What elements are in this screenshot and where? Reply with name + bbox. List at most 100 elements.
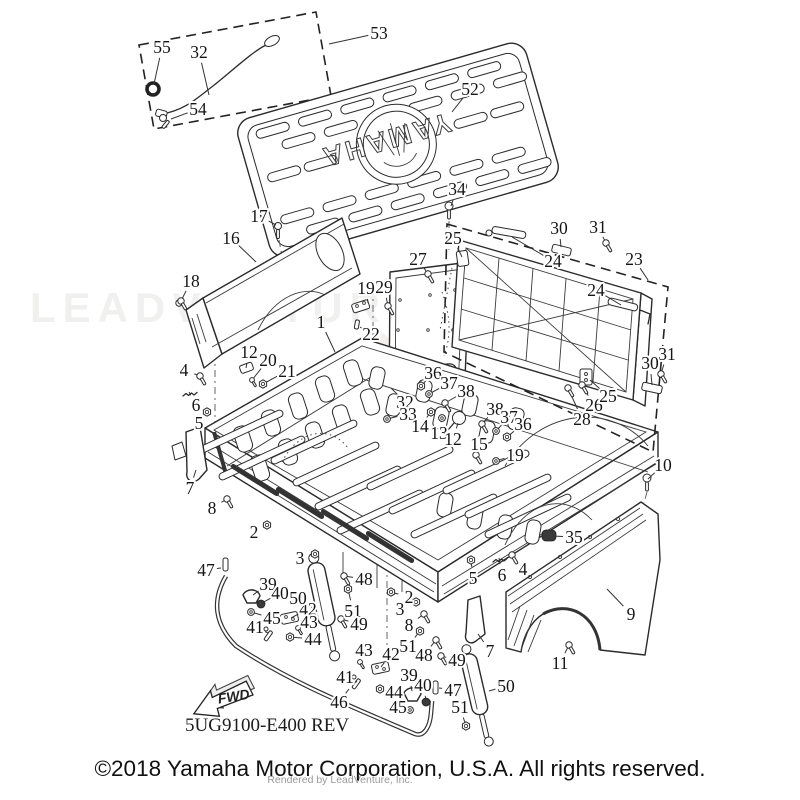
leader-line-53 [328, 34, 369, 45]
bed-mat-52: YAMAHA [237, 42, 559, 258]
leader-line-42 [290, 613, 299, 619]
pin-41-right [351, 678, 361, 690]
part-label-12: 12 [240, 342, 258, 362]
mat-slot [390, 193, 425, 211]
part-label-2: 2 [250, 522, 259, 542]
part-label-2: 2 [405, 587, 414, 607]
screw-17-shaft [276, 229, 280, 239]
bolt-icon [578, 381, 589, 395]
bolt-icon [657, 370, 668, 384]
nut-icon [375, 684, 385, 694]
leader-line-22 [359, 326, 362, 329]
part-label-37: 37 [500, 407, 518, 427]
part-label-48: 48 [415, 645, 433, 665]
part-label-32: 32 [396, 392, 414, 412]
part-label-7: 7 [186, 478, 195, 498]
part-label-50: 50 [497, 676, 515, 696]
part-label-22: 22 [362, 324, 380, 344]
side-panel-16 [175, 217, 361, 369]
mat-slot [364, 183, 399, 201]
part-label-44: 44 [385, 682, 403, 702]
mat-slot [491, 146, 526, 164]
floor-slot [270, 419, 358, 465]
render-credit-watermark: Rendered by LeadVenture, Inc. [267, 774, 412, 786]
wall-hole [385, 393, 403, 417]
leader-line-52 [451, 97, 464, 113]
rivet-dot [398, 298, 402, 302]
screw-17 [274, 222, 282, 230]
nut-icon [258, 379, 268, 389]
bolt-icon [340, 572, 351, 586]
skirt-bar [365, 530, 415, 564]
wall-hole [359, 388, 381, 416]
part-label-41: 41 [246, 617, 264, 637]
part-label-51: 51 [451, 697, 469, 717]
spring-icon [182, 391, 198, 397]
part-label-50: 50 [289, 588, 307, 608]
hinge-hardware [242, 589, 431, 707]
rail-hole [615, 516, 621, 522]
part-label-42: 42 [382, 644, 400, 664]
nut-icon [466, 555, 476, 565]
part-label-47: 47 [444, 680, 462, 700]
part-label-23: 23 [625, 249, 643, 269]
skirt-bar [275, 486, 325, 520]
nut-icon [416, 381, 426, 391]
part-label-28: 28 [573, 409, 591, 429]
part-label-33: 33 [399, 404, 417, 424]
mat-slot [297, 109, 333, 127]
floor-slot [484, 493, 572, 539]
part-label-51: 51 [399, 636, 417, 656]
part-label-31: 31 [658, 344, 676, 364]
nut-icon [461, 721, 471, 731]
part-label-35: 35 [565, 527, 583, 547]
wall-hole [314, 375, 336, 403]
bolt-icon [602, 239, 613, 253]
hardware-glyphs [177, 239, 668, 731]
bushing-40-left [256, 599, 266, 609]
part-label-39: 39 [259, 574, 277, 594]
clamp-39-right [403, 687, 422, 702]
floor-slot [442, 449, 530, 495]
mat-slot [407, 170, 442, 188]
hook-12-right [452, 411, 466, 425]
wall-hole [368, 366, 386, 390]
fwd-arrow: FWD [192, 674, 256, 718]
cable-53 [161, 44, 267, 115]
part-label-52: 52 [461, 79, 479, 99]
wall-hole [342, 359, 364, 387]
leader-line-35 [551, 535, 564, 537]
washer-icon [406, 706, 414, 714]
part-label-4: 4 [519, 559, 528, 579]
part-label-7: 7 [486, 641, 495, 661]
yamaha-emblem-icon [355, 103, 437, 185]
washer-icon [492, 427, 500, 435]
panel-oval-hole [315, 232, 345, 272]
rivet-dot [396, 328, 400, 332]
nut-icon [202, 407, 212, 417]
fender-rail-holes [527, 516, 621, 580]
bracket-25-left [455, 249, 470, 267]
rivet-dot [426, 328, 430, 332]
stud-22 [353, 319, 360, 330]
part-label-3: 3 [396, 599, 405, 619]
leader-line-1 [325, 331, 336, 353]
part-label-24: 24 [587, 280, 605, 300]
right-wheel-arch [504, 503, 593, 546]
part-label-41: 41 [336, 667, 354, 687]
part-label-17: 17 [250, 206, 268, 226]
bolt-icon [337, 615, 348, 629]
mat-slot [255, 121, 290, 139]
screw-34-shaft [447, 209, 451, 220]
leader-line-9 [606, 588, 624, 607]
floor-slot [292, 441, 380, 487]
skirt-bar [320, 508, 370, 542]
right-wheel-hump [504, 416, 649, 467]
bolt-icon [223, 495, 234, 509]
leader-line-41 [264, 631, 269, 634]
washer-icon [425, 390, 433, 398]
part-label-24: 24 [544, 251, 562, 271]
support-brackets-7 [171, 426, 486, 644]
part-label-29: 29 [375, 277, 393, 297]
